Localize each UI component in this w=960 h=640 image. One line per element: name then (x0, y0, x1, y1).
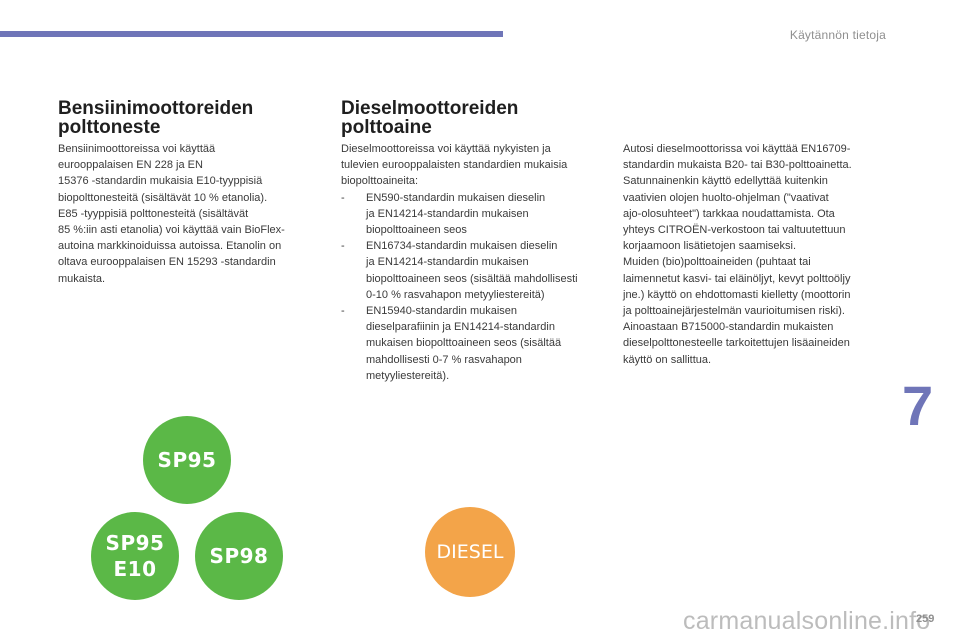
body-line: dieselpolttonesteelle tarkoitettujen lis… (623, 337, 850, 350)
body-line: Muiden (bio)polttoaineiden (puhtaat tai (623, 256, 811, 269)
list-item-line: EN16734-standardin mukaisen dieselin (366, 240, 558, 253)
list-dash: - (341, 191, 345, 204)
body-line: E85 -tyyppisiä polttonesteitä (sisältävä… (58, 207, 249, 220)
body-line: Bensiinimoottoreissa voi käyttää (58, 143, 216, 155)
header-bar (0, 31, 503, 37)
list-dash: - (341, 305, 345, 318)
body-line: Dieselmoottoreissa voi käyttää nykyisten… (341, 143, 551, 155)
gasoline-heading: Bensiinimoottoreiden polttoneste (58, 99, 253, 137)
list-dash: - (341, 240, 345, 253)
sp98-label-text: SP98 (209, 544, 269, 568)
sp95-e10-label-line1: SP95 (105, 531, 165, 555)
body-line: autoina markkinoiduissa autoissa. Etanol… (58, 240, 282, 253)
list-item: - EN16734-standardin mukaisen dieselin j… (341, 238, 613, 303)
body-line: yhteys CITROËN-verkostoon tai valtuutett… (623, 224, 846, 237)
list-item-line: metyyliestereitä). (366, 369, 450, 382)
body-line: korjaamoon lisätietojen saamiseksi. (623, 240, 797, 253)
sp95-e10-fuel-label: SP95 E10 (91, 512, 179, 600)
diesel-body-left: Dieselmoottoreissa voi käyttää nykyisten… (341, 141, 613, 384)
body-line: jne.) käyttö on ehdottomasti kielletty (… (623, 288, 851, 301)
list-item-line: mahdollisesti 0-7 % rasvahapon (366, 353, 522, 366)
body-line: biopolttoaineita: (341, 175, 419, 188)
list-item-line: mukaisen biopolttoaineen seos (sisältää (366, 337, 562, 350)
body-line: ajo-olosuhteet") tarkkaa noudattamista. … (623, 207, 835, 220)
diesel-heading-line2: polttoaine (341, 117, 432, 138)
sp95-label-text: SP95 (157, 448, 217, 472)
gasoline-heading-line2: polttoneste (58, 117, 161, 138)
body-line: vaativien olojen huolto-ohjelman ("vaati… (623, 191, 829, 204)
gasoline-heading-line1: Bensiinimoottoreiden (58, 98, 254, 119)
list-item-line: EN590-standardin mukaisen dieselin (366, 191, 546, 204)
list-item-line: biopolttoaineen seos (sisältää mahdollis… (366, 272, 578, 285)
list-item-line: biopolttoaineen seos (366, 224, 467, 237)
list-item-line: dieselparafiinin ja EN14214-standardin (366, 321, 555, 334)
diesel-heading: Dieselmoottoreiden polttoaine (341, 99, 518, 137)
gasoline-body: Bensiinimoottoreissa voi käyttää euroopp… (58, 141, 326, 287)
sp98-fuel-label: SP98 (195, 512, 283, 600)
body-line: oltava eurooppalaisen EN 15293 -standard… (58, 256, 276, 269)
diesel-heading-line1: Dieselmoottoreiden (341, 98, 519, 119)
diesel-fuel-label: DIESEL (425, 507, 515, 597)
body-line: standardin mukaista B20- tai B30-polttoa… (623, 159, 852, 172)
body-line: ja polttoainejärjestelmän vaurioitumisen… (623, 305, 845, 318)
body-line: Satunnainenkin käyttö edellyttää kuitenk… (623, 175, 828, 188)
body-line: Autosi dieselmoottorissa voi käyttää EN1… (623, 143, 851, 155)
list-item: - EN15940-standardin mukaisen dieselpara… (341, 303, 613, 384)
body-line: mukaista. (58, 272, 106, 285)
body-line: käyttö on sallittua. (623, 353, 712, 366)
body-line: 15376 -standardin mukaisia E10-tyyppisiä (58, 175, 263, 188)
page-header-title: Käytännön tietoja (789, 28, 886, 42)
list-item-line: ja EN14214-standardin mukaisen (366, 256, 529, 269)
body-line: laimennetut kasvi- tai eläinöljyt, kevyt… (623, 272, 851, 285)
list-item-line: ja EN14214-standardin mukaisen (366, 207, 529, 220)
list-item-line: 0-10 % rasvahapon metyyliestereitä) (366, 288, 545, 301)
page-number: 259 (916, 613, 935, 625)
body-line: Ainoastaan B715000-standardin mukaisten (623, 321, 834, 334)
list-item: - EN590-standardin mukaisen dieselin ja … (341, 190, 613, 239)
list-item-line: EN15940-standardin mukaisen (366, 305, 518, 318)
body-line: eurooppalaisen EN 228 ja EN (58, 159, 203, 172)
body-line: tulevien eurooppalaisten standardien muk… (341, 159, 568, 172)
watermark: carmanualsonline.info (683, 607, 931, 635)
chapter-number: 7 (902, 374, 934, 437)
sp95-e10-label-line2: E10 (113, 557, 157, 581)
diesel-body-right: Autosi dieselmoottorissa voi käyttää EN1… (623, 141, 893, 368)
sp95-fuel-label: SP95 (143, 416, 231, 504)
body-line: 85 %:iin asti etanolia) voi käyttää vain… (58, 224, 285, 237)
body-line: biopolttonesteitä (sisältävät 10 % etano… (58, 191, 268, 204)
diesel-label-text: DIESEL (436, 540, 504, 563)
